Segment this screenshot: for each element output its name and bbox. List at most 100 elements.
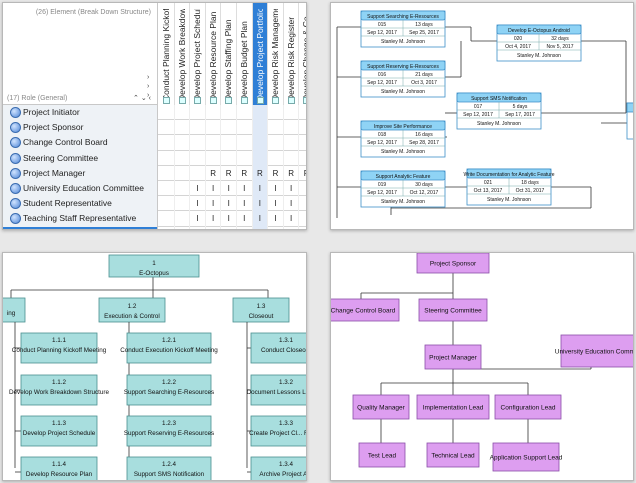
matrix-cell[interactable] bbox=[190, 120, 206, 136]
matrix-row[interactable]: Project ManagerRRRRRRR bbox=[3, 165, 306, 181]
org-node[interactable]: Application Support Lead bbox=[490, 442, 563, 472]
org-node[interactable]: Test Lead bbox=[358, 442, 406, 468]
matrix-cell[interactable] bbox=[237, 135, 253, 151]
matrix-cell[interactable]: I bbox=[237, 211, 253, 227]
matrix-column-header[interactable]: Develop Work Breakdown bbox=[174, 3, 191, 105]
matrix-cell[interactable] bbox=[190, 105, 206, 121]
matrix-cell[interactable]: I bbox=[237, 181, 253, 197]
matrix-cell[interactable] bbox=[299, 151, 306, 166]
column-checkbox-icon[interactable] bbox=[163, 97, 170, 104]
matrix-cell[interactable] bbox=[237, 105, 253, 121]
matrix-cell[interactable] bbox=[159, 196, 175, 212]
matrix-cell[interactable] bbox=[252, 135, 269, 151]
matrix-cell[interactable] bbox=[159, 211, 175, 227]
org-node[interactable]: University Education Committee bbox=[555, 334, 634, 368]
matrix-cell[interactable]: R bbox=[221, 165, 237, 181]
matrix-cell[interactable] bbox=[268, 150, 284, 166]
matrix-row[interactable]: University IT Representative bbox=[3, 226, 306, 229]
matrix-cell[interactable]: I bbox=[190, 211, 206, 227]
matrix-cell[interactable] bbox=[159, 120, 175, 136]
column-checkbox-icon[interactable] bbox=[272, 97, 280, 104]
matrix-column-header[interactable]: Develop Change & Co... bbox=[299, 3, 306, 105]
matrix-cell[interactable] bbox=[237, 150, 253, 166]
matrix-cell[interactable]: I bbox=[221, 196, 237, 212]
matrix-cell[interactable] bbox=[206, 105, 222, 121]
matrix-cell[interactable]: I bbox=[221, 211, 237, 227]
org-node[interactable]: Change Control Board bbox=[331, 298, 400, 322]
matrix-cell[interactable]: I bbox=[284, 196, 300, 212]
org-node[interactable]: Steering Committee bbox=[418, 298, 488, 322]
matrix-cell[interactable]: I bbox=[299, 196, 307, 211]
matrix-cell[interactable]: I bbox=[299, 181, 307, 196]
matrix-cell[interactable] bbox=[175, 105, 191, 121]
matrix-column-header[interactable]: Develop Risk Register bbox=[283, 3, 300, 105]
matrix-cell[interactable] bbox=[284, 150, 300, 166]
matrix-cell[interactable] bbox=[190, 135, 206, 151]
matrix-cell[interactable] bbox=[175, 120, 191, 136]
matrix-cell[interactable] bbox=[206, 226, 222, 229]
column-checkbox-icon[interactable] bbox=[194, 97, 202, 104]
matrix-cell[interactable] bbox=[190, 226, 206, 229]
matrix-cell[interactable]: R bbox=[299, 166, 306, 181]
matrix-cell[interactable] bbox=[175, 226, 191, 229]
role-sort-icon[interactable]: ⌃ ⌄ ‹ bbox=[133, 95, 151, 102]
column-checkbox-icon[interactable] bbox=[303, 97, 306, 104]
matrix-cell[interactable]: I bbox=[237, 196, 253, 212]
matrix-column-header[interactable]: Develop Project Schedule bbox=[190, 3, 206, 105]
matrix-cell[interactable]: R bbox=[206, 165, 222, 181]
matrix-cell[interactable] bbox=[299, 105, 306, 120]
matrix-cell[interactable]: R bbox=[284, 165, 300, 181]
matrix-row[interactable]: Student RepresentativeIIIIIIII bbox=[3, 196, 307, 212]
matrix-cell[interactable] bbox=[237, 120, 253, 136]
column-checkbox-icon[interactable] bbox=[287, 97, 295, 104]
matrix-cell[interactable] bbox=[190, 150, 206, 166]
matrix-cell[interactable] bbox=[159, 105, 175, 121]
matrix-cell[interactable] bbox=[175, 165, 191, 181]
matrix-cell[interactable] bbox=[221, 135, 237, 151]
matrix-cell[interactable] bbox=[284, 120, 300, 136]
column-checkbox-icon[interactable] bbox=[225, 97, 233, 104]
matrix-cell[interactable]: I bbox=[190, 196, 206, 212]
sort-arrows[interactable]: ››› bbox=[147, 74, 150, 99]
matrix-row[interactable]: Teaching Staff RepresentativeIIIIIIII bbox=[3, 211, 306, 227]
org-node[interactable]: Quality Manager bbox=[352, 394, 410, 420]
wbs-node[interactable]: ing bbox=[3, 297, 26, 323]
matrix-row[interactable]: University Education CommitteeIIIIIIII bbox=[3, 181, 307, 197]
matrix-cell[interactable] bbox=[268, 135, 284, 151]
matrix-cell[interactable] bbox=[159, 226, 175, 229]
matrix-cell[interactable]: I bbox=[252, 196, 269, 212]
matrix-cell[interactable] bbox=[206, 135, 222, 151]
matrix-cell[interactable] bbox=[175, 135, 191, 151]
matrix-row[interactable]: Steering Committee bbox=[3, 150, 306, 166]
matrix-column-header[interactable]: Develop Project Portfolio bbox=[252, 3, 269, 105]
matrix-cell[interactable] bbox=[284, 135, 300, 151]
column-checkbox-icon[interactable] bbox=[209, 97, 217, 104]
matrix-cell[interactable] bbox=[252, 150, 269, 166]
pert-task-node[interactable]: Write Documentation for Analytic Feature… bbox=[463, 168, 555, 206]
org-node[interactable]: Configuration Lead bbox=[494, 394, 562, 420]
matrix-cell[interactable]: I bbox=[206, 211, 222, 227]
matrix-cell[interactable] bbox=[175, 211, 191, 227]
matrix-cell[interactable]: I bbox=[206, 181, 222, 197]
matrix-cell[interactable] bbox=[221, 120, 237, 136]
matrix-column-header[interactable]: Conduct Planning Kickoff bbox=[159, 3, 175, 105]
matrix-cell[interactable] bbox=[299, 120, 306, 135]
matrix-row[interactable]: Project Initiator bbox=[3, 105, 306, 121]
matrix-cell[interactable]: I bbox=[284, 211, 300, 227]
matrix-cell[interactable]: I bbox=[252, 181, 269, 197]
column-checkbox-icon[interactable] bbox=[178, 97, 186, 104]
matrix-cell[interactable]: I bbox=[252, 211, 269, 227]
